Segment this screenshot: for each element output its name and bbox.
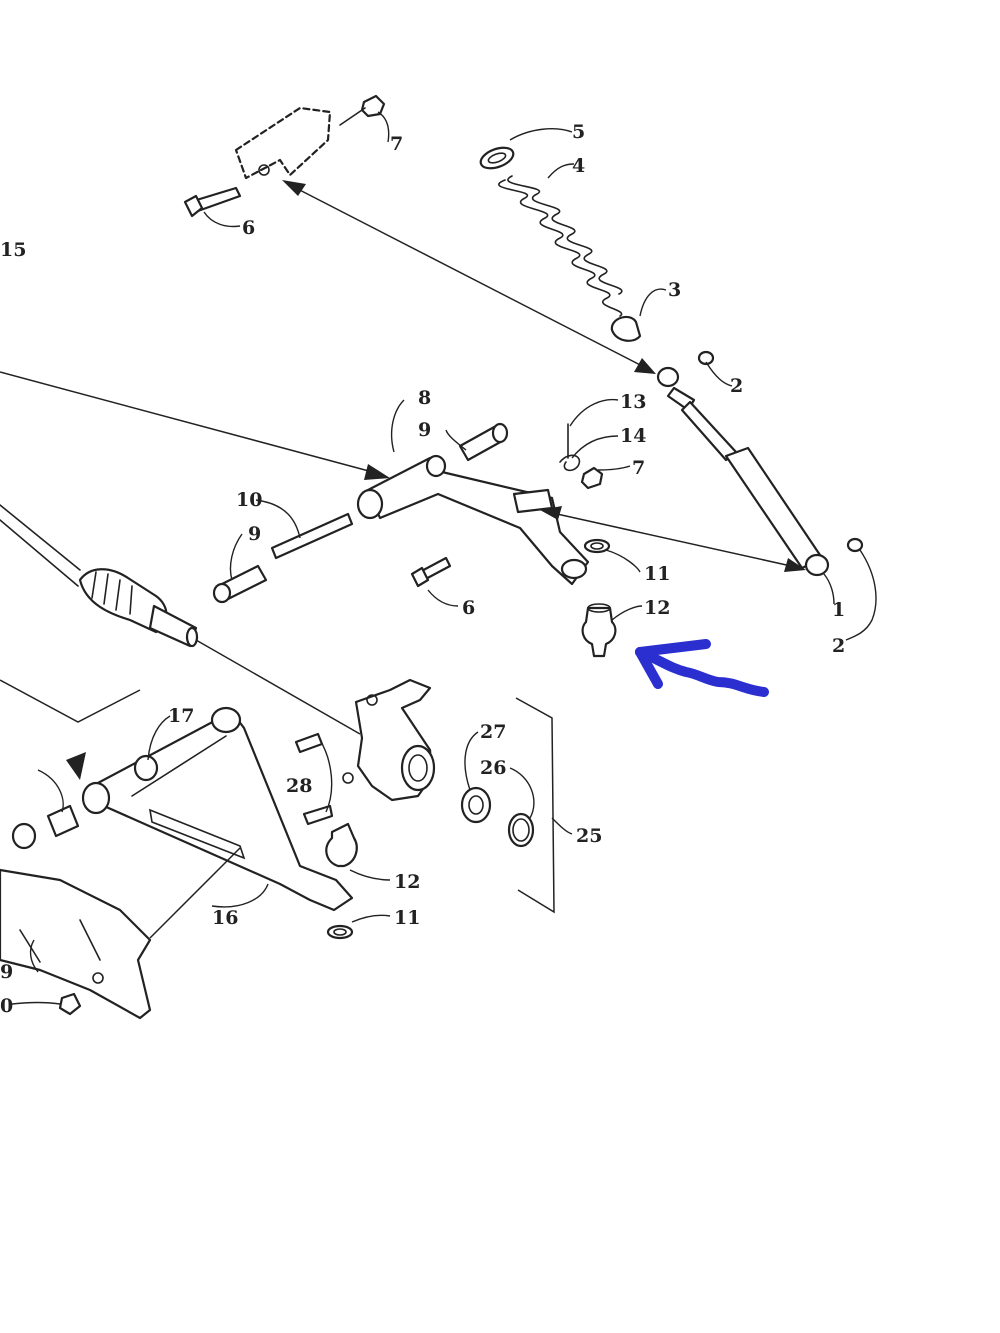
lower-bushings xyxy=(11,804,80,850)
callout-7-arm: 7 xyxy=(632,457,645,479)
callout-6-top: 6 xyxy=(242,217,255,239)
callout-0-edge: 0 xyxy=(0,995,13,1017)
bushing-9-upper xyxy=(458,422,509,462)
callout-11-lower: 11 xyxy=(394,907,420,929)
callout-27: 27 xyxy=(480,721,506,743)
callout-28: 28 xyxy=(286,775,312,797)
callout-16: 16 xyxy=(212,907,238,929)
callout-26: 26 xyxy=(480,757,506,779)
snap-ring-26 xyxy=(507,812,535,848)
skid-plate-bolt xyxy=(58,992,82,1016)
ball-joint-lower xyxy=(325,822,358,868)
sleeve-10 xyxy=(270,512,354,560)
washer-11-upper xyxy=(583,538,611,554)
skid-plate xyxy=(0,868,152,1020)
bushing-9-lower xyxy=(212,564,268,604)
callout-12-upper: 12 xyxy=(644,597,670,619)
bearing-27 xyxy=(460,786,492,824)
spring-retainer xyxy=(479,146,515,170)
callout-3: 3 xyxy=(668,279,681,301)
ball-joint-upper xyxy=(581,603,617,658)
bushing-17 xyxy=(133,754,159,782)
callout-8: 8 xyxy=(418,387,431,409)
callout-15: 15 xyxy=(0,239,26,261)
spring-collar xyxy=(610,315,642,342)
callout-25: 25 xyxy=(576,825,602,847)
callout-14: 14 xyxy=(620,425,646,447)
bracket-nut xyxy=(339,94,386,126)
callout-labels: 1 2 2 3 4 5 6 6 7 7 8 9 9 10 11 11 12 12… xyxy=(0,121,845,1017)
shock-absorber xyxy=(656,366,830,577)
nut-7-arm xyxy=(580,466,604,490)
callout-10: 10 xyxy=(236,489,262,511)
callout-17: 17 xyxy=(168,705,194,727)
callout-2-bottom: 2 xyxy=(832,635,845,657)
callout-5: 5 xyxy=(572,121,585,143)
a-arm-bolt xyxy=(410,556,452,588)
callout-13: 13 xyxy=(620,391,646,413)
lower-a-arm xyxy=(81,706,354,912)
upper-a-arm xyxy=(356,454,590,586)
steering-knuckle xyxy=(342,678,436,802)
washer-11-lower xyxy=(326,924,354,940)
bracket-bolt xyxy=(183,186,242,218)
coil-spring xyxy=(498,175,623,317)
shock-mount-bracket xyxy=(234,106,332,180)
callout-9-lower: 9 xyxy=(248,523,261,545)
callout-4: 4 xyxy=(572,155,585,177)
leader-lines xyxy=(11,111,877,1005)
hand-drawn-arrow-icon xyxy=(635,639,769,697)
callout-7-top: 7 xyxy=(390,133,403,155)
callout-9-edge: 9 xyxy=(0,961,13,983)
group-bracket-25 xyxy=(515,697,555,914)
callout-2-top: 2 xyxy=(730,375,743,397)
callout-11-upper: 11 xyxy=(644,563,670,585)
callout-6-arm: 6 xyxy=(462,597,475,619)
shock-bushing-top xyxy=(697,350,715,366)
callout-1: 1 xyxy=(832,599,845,621)
clip-14 xyxy=(559,454,581,472)
reference-arrows xyxy=(0,180,806,939)
callout-12-lower: 12 xyxy=(394,871,420,893)
shock-bushing-bottom xyxy=(846,537,864,553)
callout-9-upper: 9 xyxy=(418,419,431,441)
cv-axle xyxy=(0,504,199,648)
